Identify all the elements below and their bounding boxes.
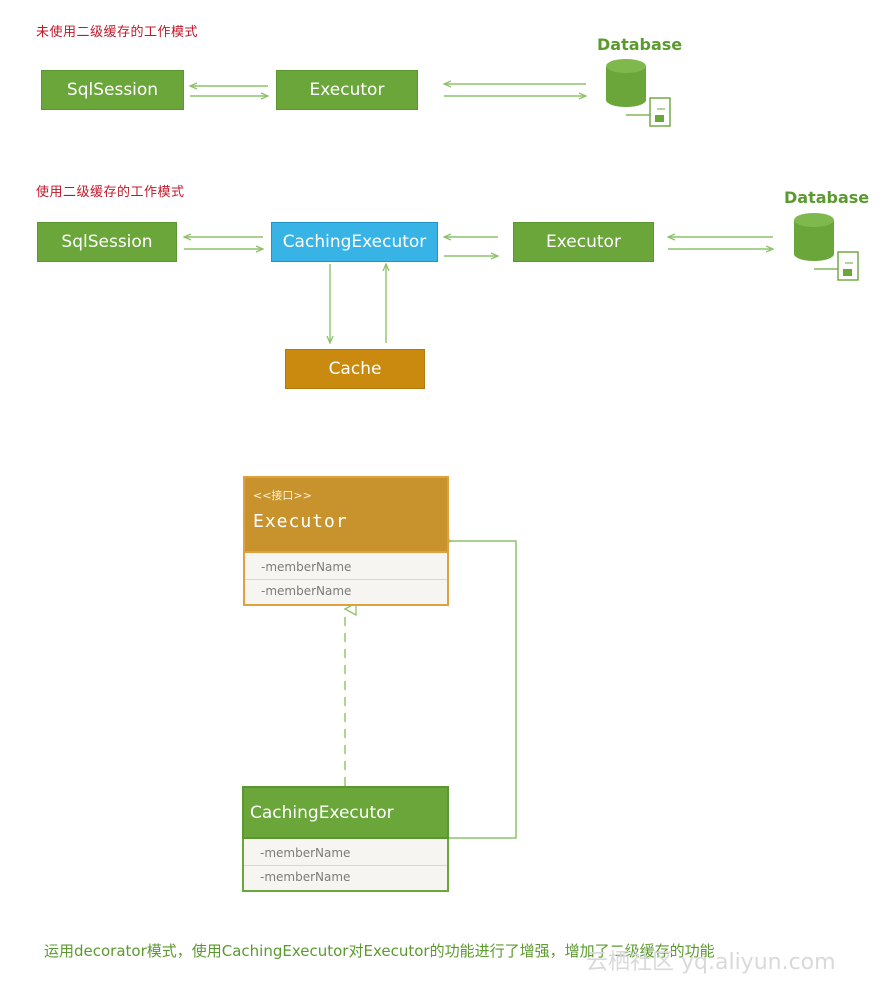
executor-box-top: Executor: [276, 70, 418, 110]
caching-executor-label: CachingExecutor: [282, 232, 427, 252]
database-label-top: Database: [597, 35, 683, 54]
uml-interface-attributes: -memberName -memberName: [243, 553, 449, 606]
uml-class-header: CachingExecutor: [242, 786, 449, 839]
association-arrow: [449, 541, 517, 839]
uml-attribute: -memberName: [245, 579, 447, 602]
top-caption: 未使用二级缓存的工作模式: [36, 25, 199, 40]
uml-interface-executor: <<接口>> Executor -memberName -memberName: [243, 476, 449, 606]
uml-class-attributes: -memberName -memberName: [242, 839, 449, 892]
executor-label: Executor: [309, 80, 385, 100]
cache-label: Cache: [328, 359, 382, 379]
uml-interface-title: Executor: [253, 511, 348, 532]
caching-executor-box: CachingExecutor: [271, 222, 438, 262]
sqlsession-label: SqlSession: [61, 232, 153, 252]
sqlsession-box-top: SqlSession: [41, 70, 184, 110]
uml-attribute: -memberName: [260, 846, 351, 860]
uml-class-caching-executor: CachingExecutor -memberName -memberName: [242, 786, 449, 892]
bottom-note: 运用decorator模式，使用CachingExecutor对Executor…: [44, 942, 715, 960]
executor-box-mid: Executor: [513, 222, 654, 262]
uml-attribute: -memberName: [244, 865, 447, 888]
sqlsession-box-mid: SqlSession: [37, 222, 177, 262]
sqlsession-label: SqlSession: [66, 80, 159, 100]
watermark: 云栖社区 yq.aliyun.com: [586, 950, 836, 975]
executor-label: Executor: [546, 232, 621, 252]
cache-box: Cache: [285, 349, 425, 389]
uml-stereotype: <<接口>>: [253, 489, 312, 502]
uml-class-title: CachingExecutor: [250, 802, 394, 823]
database-icon: [794, 213, 859, 281]
uml-interface-header: <<接口>> Executor: [243, 476, 449, 553]
mid-caption: 使用二级缓存的工作模式: [36, 185, 185, 200]
uml-attribute: -memberName: [261, 560, 352, 574]
database-label-mid: Database: [784, 188, 870, 207]
database-icon: [606, 59, 671, 127]
